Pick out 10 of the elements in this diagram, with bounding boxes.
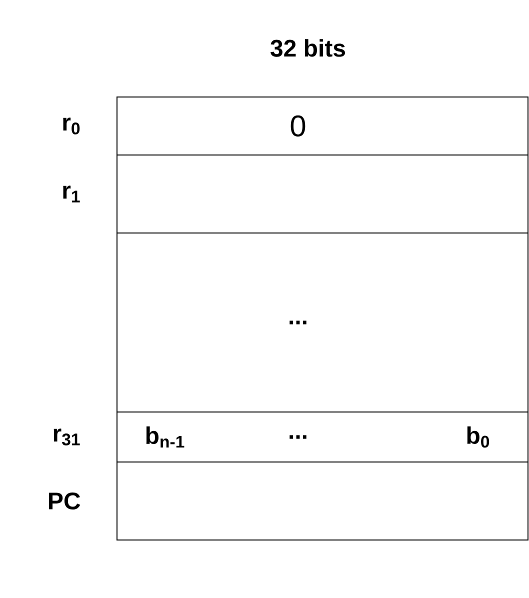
register-row: 0 — [116, 96, 528, 156]
register-row — [116, 154, 528, 234]
register-row — [116, 462, 528, 540]
register-row: b$_{n-1}$ ... b$_{0}$ — [116, 412, 528, 462]
register-name: r$_{0}$ — [63, 118, 80, 134]
register-name: PC — [49, 492, 80, 510]
title: 32 bits — [270, 39, 345, 57]
register-row: ... — [116, 232, 528, 412]
register-name: r$_{1}$ — [63, 186, 80, 202]
register-name: r$_{31}$ — [54, 428, 80, 446]
